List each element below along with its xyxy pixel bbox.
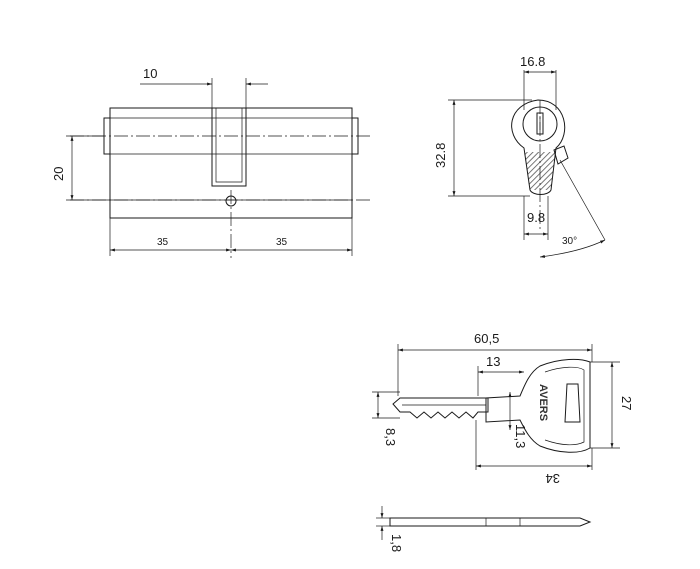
dim-left: 35	[157, 237, 169, 248]
dim-head-width: 34	[546, 471, 560, 486]
dim-height: 20	[51, 167, 66, 181]
dim-bottom: 9.8	[527, 210, 545, 225]
dim-angle: 30°	[562, 236, 577, 247]
dim-cam-slot: 10	[143, 66, 157, 81]
dim-shoulder: 13	[486, 354, 500, 369]
key-brand: AVERS	[537, 384, 549, 421]
key-dimensions: 60,5 13 27 8,3 11,3 34	[372, 331, 634, 486]
dim-neck: 11,3	[513, 424, 528, 448]
cylinder-front-view	[70, 107, 370, 258]
dim-right: 35	[276, 237, 288, 248]
side-dimensions: 16.8 32.8 9.8 30°	[433, 54, 606, 258]
dim-thickness: 1,8	[389, 534, 404, 552]
key-drawing: AVERS	[392, 358, 591, 453]
cylinder-side-view	[511, 99, 569, 232]
key-edge-view: 1,8	[376, 506, 592, 552]
dim-head-height: 27	[619, 396, 634, 410]
dim-key-length: 60,5	[474, 331, 499, 346]
dim-blade: 8,3	[383, 428, 398, 446]
dim-height-side: 32.8	[433, 143, 448, 168]
dim-width: 16.8	[520, 54, 545, 69]
front-dimensions: 10 20 35 35	[51, 66, 353, 256]
